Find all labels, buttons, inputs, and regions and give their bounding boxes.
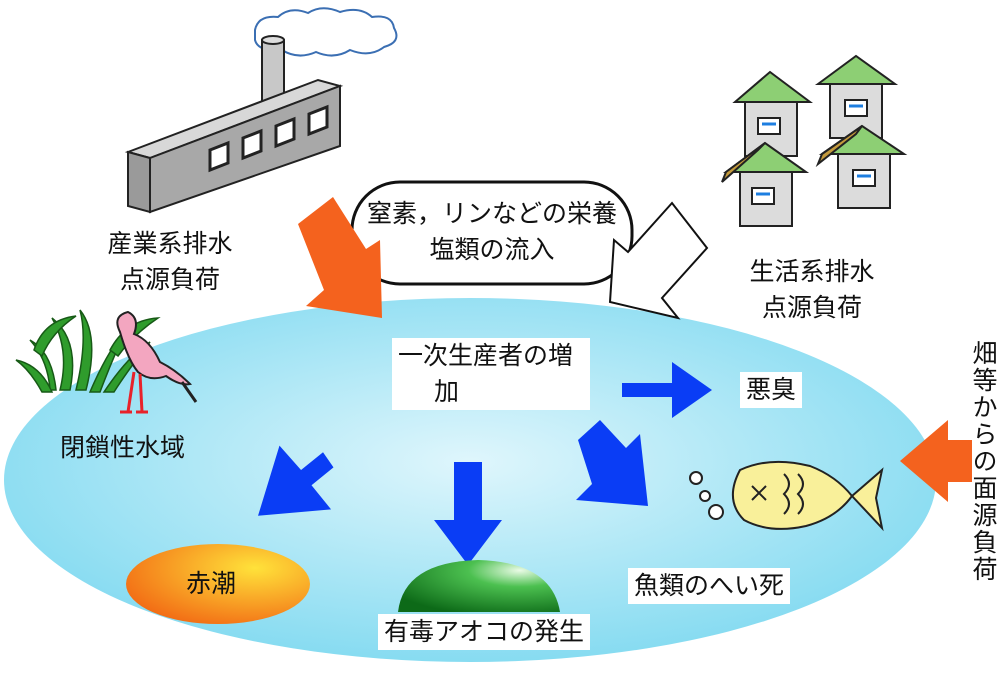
blue-arrow-algae [434,462,502,565]
primary-label-line1: 一次生産者の増 [398,341,574,370]
industrial-label-line2: 点源負荷 [119,265,220,294]
fish-icon [689,460,884,532]
red-tide-patch [126,544,310,624]
blue-arrow-red-tide [258,445,334,516]
nutrient-label-line1: 窒素，リンなどの栄養 [366,199,617,228]
industrial-discharge-label: 産業系排水 点源負荷 [100,226,240,298]
fish-death-label: 魚類のへい死 [628,568,791,604]
nutrient-inflow-label: 窒素，リンなどの栄養 塩類の流入 [352,196,632,268]
domestic-inflow-arrow [608,201,709,320]
nonpoint-source-label: 畑等からの面源負荷 [969,340,998,583]
domestic-discharge-label: 生活系排水 点源負荷 [738,254,886,326]
algae-bloom-patch [398,560,560,612]
industrial-label-line1: 産業系排水 [107,229,233,258]
nonpoint-inflow-arrow [900,420,972,502]
blue-arrow-odor [622,362,712,418]
cloud-icon [254,7,398,57]
primary-label-line2: 加 [434,377,460,406]
domestic-label-line2: 点源負荷 [761,293,862,322]
red-tide-label: 赤潮 [186,569,237,598]
algae-bloom-label: 有毒アオコの発生 [378,614,591,650]
factory-icon [124,35,344,214]
blue-arrow-fish [576,420,648,506]
houses-icon [721,54,908,227]
primary-producer-label: 一次生産者の増 加 [392,338,590,410]
domestic-label-line1: 生活系排水 [749,257,875,286]
closed-water-label: 閉鎖性水域 [60,433,186,462]
heron-icon [116,310,198,414]
odor-label: 悪臭 [740,372,803,408]
industrial-inflow-arrow [298,197,382,318]
nutrient-label-line2: 塩類の流入 [429,235,555,264]
